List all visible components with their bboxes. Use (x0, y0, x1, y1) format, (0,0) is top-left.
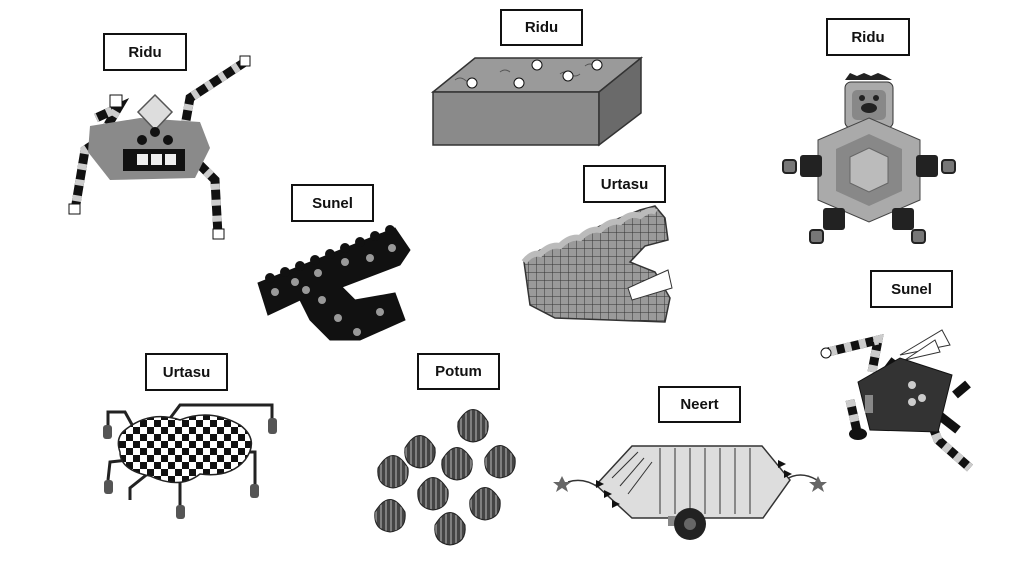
label-sunel-2: Sunel (870, 270, 953, 308)
label-neert: Neert (658, 386, 741, 423)
label-potum: Potum (417, 353, 500, 390)
turtle-robot-icon (782, 73, 956, 244)
pentagon-robot-icon (820, 329, 973, 472)
striped-cart-icon (553, 445, 827, 540)
spider-robot-icon (68, 55, 251, 240)
seed-cluster-icon (374, 409, 516, 546)
label-ridu-3: Ridu (826, 18, 910, 56)
block-icon (430, 56, 644, 147)
grid-claw-icon (521, 205, 673, 323)
label-ridu-1: Ridu (103, 33, 187, 71)
label-ridu-2: Ridu (500, 9, 583, 46)
dotted-claw-icon (257, 225, 411, 341)
checkered-bug-icon (103, 403, 277, 519)
label-sunel-1: Sunel (291, 184, 374, 222)
label-urtasu-1: Urtasu (583, 165, 666, 203)
label-urtasu-2: Urtasu (145, 353, 228, 391)
